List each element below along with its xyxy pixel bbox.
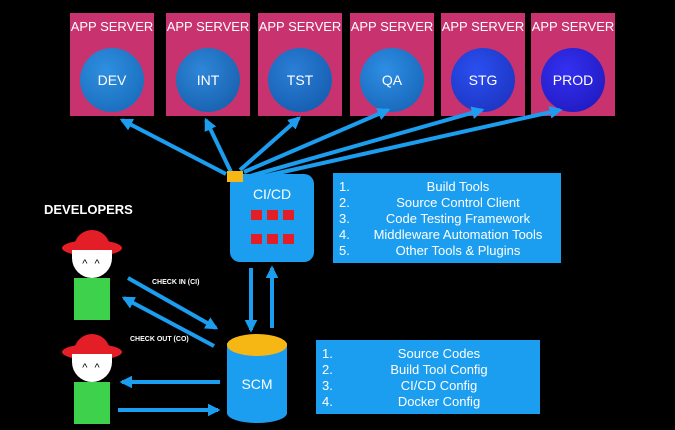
scm-cylinder-top bbox=[227, 334, 287, 356]
developer-figure: ^ ^ bbox=[62, 230, 122, 322]
app-server-label: APP SERVER bbox=[350, 19, 434, 34]
list-item: 5. Other Tools & Plugins bbox=[333, 243, 561, 259]
app-server-stg: APP SERVER STG bbox=[441, 13, 525, 116]
list-item: 4. Middleware Automation Tools bbox=[333, 227, 561, 243]
check-out-label: CHECK OUT (CO) bbox=[130, 336, 189, 343]
env-node-prod: PROD bbox=[541, 48, 605, 112]
scm-title: SCM bbox=[241, 376, 273, 392]
hat-crown bbox=[74, 230, 110, 252]
env-node-stg: STG bbox=[451, 48, 515, 112]
list-number: 4. bbox=[339, 227, 350, 242]
deploy-arrow-qa bbox=[243, 108, 391, 174]
status-led bbox=[251, 234, 262, 244]
list-number: 4. bbox=[322, 394, 333, 409]
cicd-title: CI/CD bbox=[252, 186, 292, 202]
deploy-arrow-dev bbox=[119, 118, 227, 176]
hat-crown bbox=[74, 334, 110, 356]
cicd-port bbox=[227, 171, 243, 182]
app-server-label: APP SERVER bbox=[441, 19, 525, 34]
list-number: 5. bbox=[339, 243, 350, 258]
status-led bbox=[267, 210, 278, 220]
list-item: 1. Source Codes bbox=[316, 346, 540, 362]
list-number: 1. bbox=[339, 179, 350, 194]
list-text: Build Tools bbox=[426, 179, 490, 194]
app-server-label: APP SERVER bbox=[70, 19, 154, 34]
app-server-prod: APP SERVER PROD bbox=[531, 13, 615, 116]
env-node-int: INT bbox=[176, 48, 240, 112]
list-text: Other Tools & Plugins bbox=[395, 243, 521, 258]
list-number: 2. bbox=[339, 195, 350, 210]
list-item: 2. Source Control Client bbox=[333, 195, 561, 211]
check-in-label: CHECK IN (CI) bbox=[152, 279, 200, 286]
env-node-dev: DEV bbox=[80, 48, 144, 112]
list-text: Code Testing Framework bbox=[385, 211, 531, 226]
app-server-int: APP SERVER INT bbox=[166, 13, 250, 116]
check-out-arrow bbox=[121, 296, 215, 348]
deploy-arrow-int bbox=[204, 117, 233, 173]
app-server-qa: APP SERVER QA bbox=[350, 13, 434, 116]
deploy-arrow-prod bbox=[255, 105, 563, 180]
list-text: Source Codes bbox=[397, 346, 481, 361]
developer-face: ^ ^ bbox=[72, 354, 112, 382]
list-number: 3. bbox=[339, 211, 350, 226]
scm-contents-list: 1. Source Codes 2. Build Tool Config 3. … bbox=[316, 340, 540, 414]
list-item: 4. Docker Config bbox=[316, 394, 540, 410]
developer-face: ^ ^ bbox=[72, 250, 112, 278]
list-number: 1. bbox=[322, 346, 333, 361]
env-node-tst: TST bbox=[268, 48, 332, 112]
app-server-dev: APP SERVER DEV bbox=[70, 13, 154, 116]
developer-figure: ^ ^ bbox=[62, 334, 122, 426]
status-led bbox=[251, 210, 262, 220]
app-server-label: APP SERVER bbox=[258, 19, 342, 34]
cicd-server: CI/CD bbox=[230, 174, 314, 262]
deploy-arrow-stg bbox=[249, 106, 485, 178]
cicd-tools-list: 1. Build Tools 2. Source Control Client … bbox=[333, 173, 561, 263]
list-item: 2. Build Tool Config bbox=[316, 362, 540, 378]
list-item: 3. Code Testing Framework bbox=[333, 211, 561, 227]
app-server-label: APP SERVER bbox=[531, 19, 615, 34]
status-led bbox=[283, 234, 294, 244]
list-text: Docker Config bbox=[397, 394, 481, 409]
developer-body bbox=[74, 278, 110, 320]
list-text: Source Control Client bbox=[396, 195, 520, 210]
list-item: 1. Build Tools bbox=[333, 179, 561, 195]
list-text: CI/CD Config bbox=[400, 378, 478, 393]
list-number: 2. bbox=[322, 362, 333, 377]
developer-body bbox=[74, 382, 110, 424]
list-number: 3. bbox=[322, 378, 333, 393]
list-text: Middleware Automation Tools bbox=[373, 227, 543, 242]
deploy-arrow-tst bbox=[238, 116, 301, 172]
env-node-qa: QA bbox=[360, 48, 424, 112]
app-server-tst: APP SERVER TST bbox=[258, 13, 342, 116]
list-item: 3. CI/CD Config bbox=[316, 378, 540, 394]
status-led bbox=[283, 210, 294, 220]
list-text: Build Tool Config bbox=[390, 362, 488, 377]
developers-title: DEVELOPERS bbox=[44, 202, 133, 217]
check-in-arrow bbox=[127, 276, 219, 330]
status-led bbox=[267, 234, 278, 244]
app-server-label: APP SERVER bbox=[166, 19, 250, 34]
scm-cylinder bbox=[227, 343, 287, 423]
